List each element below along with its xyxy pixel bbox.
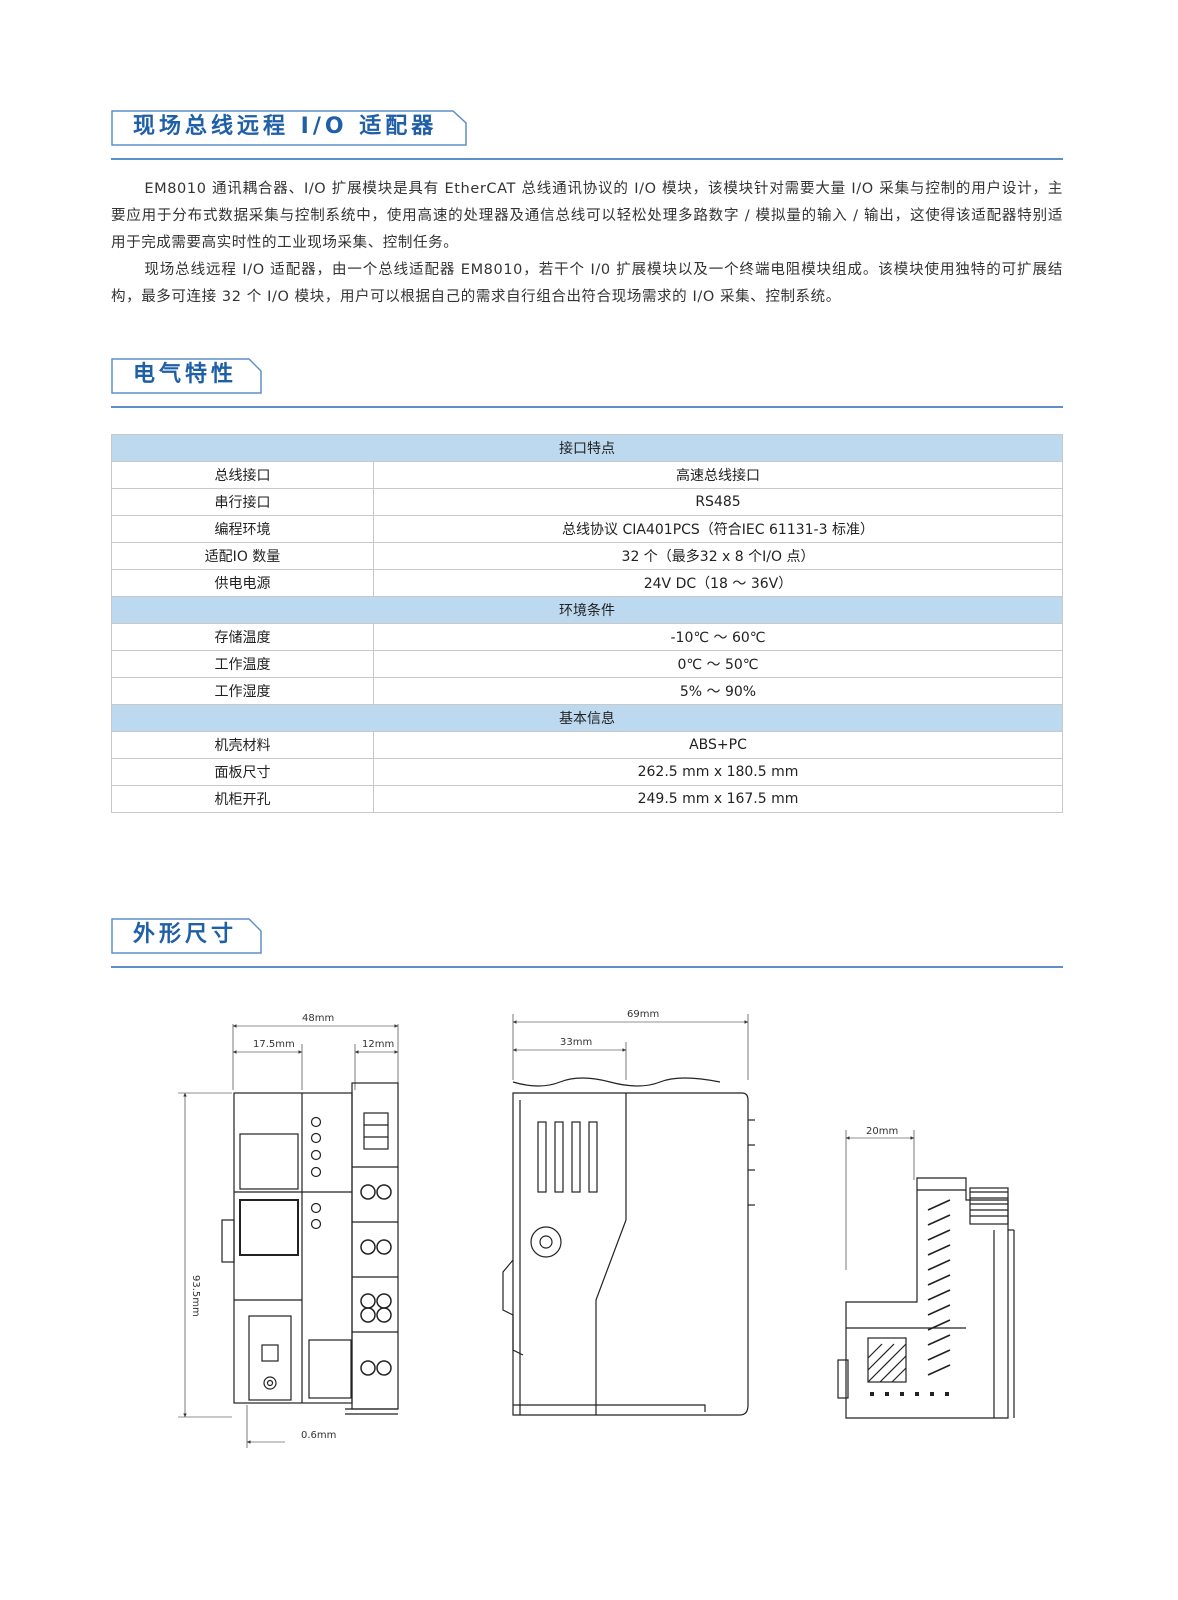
row-value: 总线协议 CIA401PCS（符合IEC 61131-3 标准） — [373, 515, 1063, 543]
row-value: 249.5 mm x 167.5 mm — [373, 785, 1063, 813]
side-view-drawing — [502, 1014, 755, 1416]
group-title: 接口特点 — [111, 434, 1063, 462]
dim-front-width: 48mm — [302, 1013, 334, 1024]
table-group-row: 接口特点 — [111, 434, 1063, 462]
row-value: 0℃ ～ 50℃ — [373, 650, 1063, 678]
tab-frame — [111, 110, 467, 146]
intro-paragraph-2: 现场总线远程 I/O 适配器，由一个总线适配器 EM8010，若干个 I/0 扩… — [111, 262, 1063, 305]
dim-side-inner: 33mm — [560, 1037, 592, 1048]
row-key: 机壳材料 — [111, 731, 374, 759]
dim-front-right: 12mm — [362, 1039, 394, 1050]
section-header-dimensions: 外形尺寸 — [111, 918, 1063, 968]
section-title: 现场总线远程 I/O 适配器 — [133, 114, 438, 139]
front-view-drawing — [178, 1024, 399, 1448]
intro-text: EM8010 通讯耦合器、I/O 扩展模块是具有 EtherCAT 总线通讯协议… — [111, 176, 1063, 311]
dimension-drawings: 48mm 17.5mm 12mm 93.5mm 0.6mm 69mm 33mm … — [178, 1010, 1015, 1448]
section-header-electrical: 电气特性 — [111, 358, 1063, 408]
tab-frame — [111, 918, 262, 954]
tab-frame — [111, 358, 262, 394]
dim-front-left: 17.5mm — [253, 1039, 295, 1050]
row-key: 串行接口 — [111, 488, 374, 516]
dim-iso-width: 20mm — [866, 1126, 898, 1137]
row-value: 5% ～ 90% — [373, 677, 1063, 705]
section-title: 电气特性 — [133, 362, 238, 387]
section-header-adapter: 现场总线远程 I/O 适配器 — [111, 110, 1063, 160]
section-tab: 现场总线远程 I/O 适配器 — [111, 110, 467, 146]
group-title: 环境条件 — [111, 596, 1063, 624]
table-row: 编程环境总线协议 CIA401PCS（符合IEC 61131-3 标准） — [111, 515, 1063, 543]
row-key: 机柜开孔 — [111, 785, 374, 813]
row-key: 存储温度 — [111, 623, 374, 651]
section-rule — [111, 966, 1063, 968]
row-value: 高速总线接口 — [373, 461, 1063, 489]
section-title: 外形尺寸 — [133, 922, 238, 947]
intro-paragraph-1: EM8010 通讯耦合器、I/O 扩展模块是具有 EtherCAT 总线通讯协议… — [111, 181, 1063, 251]
table-row: 存储温度-10℃ ～ 60℃ — [111, 623, 1063, 651]
dim-front-bottom: 0.6mm — [301, 1430, 336, 1441]
row-key: 供电电源 — [111, 569, 374, 597]
row-value: ABS+PC — [373, 731, 1063, 759]
row-key: 工作温度 — [111, 650, 374, 678]
dim-side-width: 69mm — [627, 1010, 659, 1020]
section-tab: 外形尺寸 — [111, 918, 262, 954]
row-key: 适配IO 数量 — [111, 542, 374, 570]
table-group-row: 基本信息 — [111, 704, 1063, 732]
row-key: 总线接口 — [111, 461, 374, 489]
row-value: 24V DC（18 ～ 36V） — [373, 569, 1063, 597]
row-value: -10℃ ～ 60℃ — [373, 623, 1063, 651]
row-value: 262.5 mm x 180.5 mm — [373, 758, 1063, 786]
table-row: 总线接口高速总线接口 — [111, 461, 1063, 489]
row-value: RS485 — [373, 488, 1063, 516]
iso-view-drawing — [837, 1130, 1015, 1419]
group-title: 基本信息 — [111, 704, 1063, 732]
dim-front-height: 93.5mm — [190, 1275, 201, 1317]
section-rule — [111, 158, 1063, 160]
row-key: 面板尺寸 — [111, 758, 374, 786]
row-key: 编程环境 — [111, 515, 374, 543]
row-key: 工作湿度 — [111, 677, 374, 705]
section-rule — [111, 406, 1063, 408]
row-value: 32 个（最多32 x 8 个I/O 点） — [373, 542, 1063, 570]
table-group-row: 环境条件 — [111, 596, 1063, 624]
section-tab: 电气特性 — [111, 358, 262, 394]
